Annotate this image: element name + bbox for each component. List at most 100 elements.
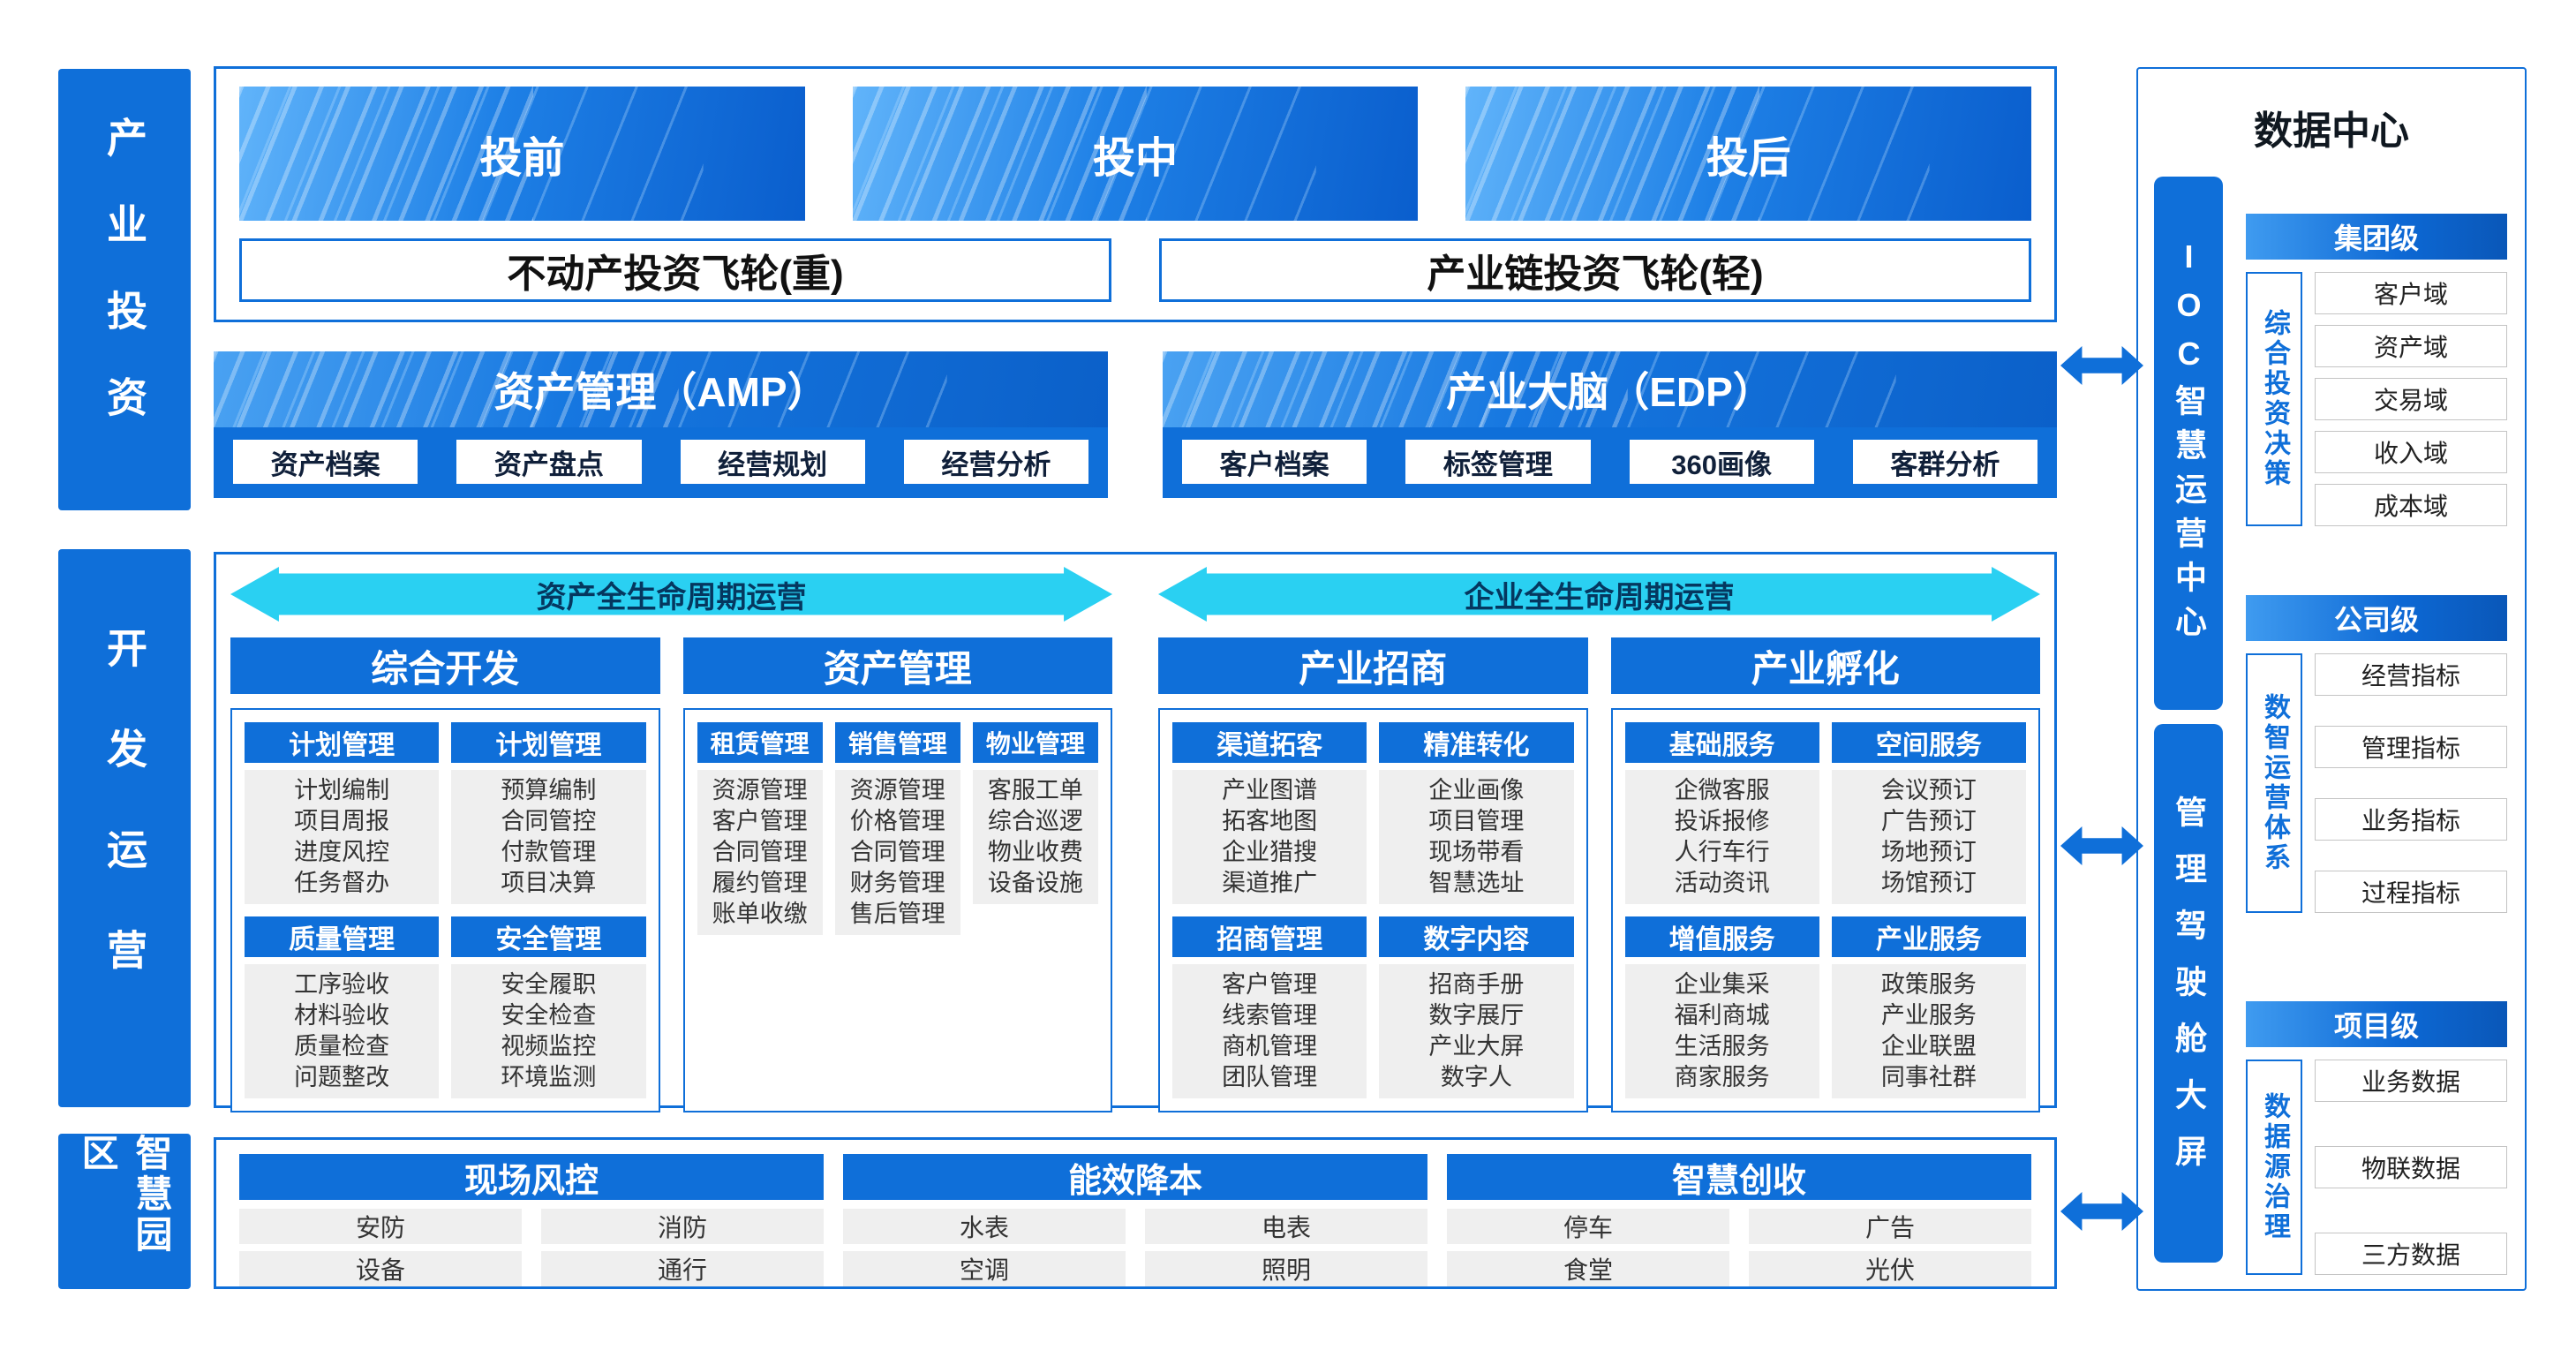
feature-group: 物业管理 客服工单综合巡逻物业收费设备设施 xyxy=(972,722,1098,935)
feature-item: 履约管理 xyxy=(712,870,808,896)
feature-item: 综合巡逻 xyxy=(987,808,1083,834)
group-items: 工序验收材料验收质量检查问题整改 xyxy=(245,964,440,1098)
feature-item: 环境监测 xyxy=(501,1064,597,1090)
park-group-smart-revenue: 智慧创收 停车广告食堂光伏 xyxy=(1447,1154,2031,1286)
feature-item: 投诉报修 xyxy=(1674,808,1770,834)
edp-chip: 360画像 xyxy=(1629,440,1814,484)
feature-item: 售后管理 xyxy=(849,901,945,927)
dc-vertical-label: 数据源治理 xyxy=(2246,1060,2302,1275)
data-domain-item: 成本域 xyxy=(2315,484,2507,526)
group-items: 企业画像项目管理现场带看智慧选址 xyxy=(1379,770,1574,904)
feature-item: 问题整改 xyxy=(294,1064,390,1090)
dc-vertical-label: 数智运营体系 xyxy=(2246,653,2302,913)
data-indicator-item: 经营指标 xyxy=(2315,653,2507,696)
group-title: 产业服务 xyxy=(1831,916,2026,957)
section-label-industry-investment: 产业投资 xyxy=(58,69,191,510)
flywheel-real-estate: 不动产投资飞轮(重) xyxy=(239,238,1111,302)
amp-panel: 资产管理（AMP） 资产档案资产盘点经营规划经营分析 xyxy=(214,351,1108,498)
data-domain-item: 资产域 xyxy=(2315,325,2507,367)
feature-item: 政策服务 xyxy=(1880,971,1977,998)
feature-item: 合同管控 xyxy=(501,808,597,834)
group-title: 渠道拓客 xyxy=(1172,722,1367,763)
enterprise-lifecycle-arrow: 企业全生命周期运营 xyxy=(1158,567,2040,622)
amp-chip: 经营规划 xyxy=(680,440,865,484)
park-item: 通行 xyxy=(541,1251,824,1286)
feature-item: 项目管理 xyxy=(1428,808,1525,834)
column-body: 渠道拓客 产业图谱拓客地图企业猎搜渠道推广 精准转化 企业画像项目管理现场带看智… xyxy=(1158,708,1588,1112)
asset-lifecycle-arrow: 资产全生命周期运营 xyxy=(230,567,1112,622)
park-item: 设备 xyxy=(239,1251,522,1286)
feature-item: 付款管理 xyxy=(501,839,597,865)
dc-item-list: 客户域资产域交易域收入域成本域 xyxy=(2315,272,2507,526)
phase-banner-mid: 投中 xyxy=(852,87,1419,221)
phase-banner-pre: 投前 xyxy=(239,87,805,221)
park-group-energy-saving: 能效降本 水表电表空调照明 xyxy=(843,1154,1427,1286)
feature-group: 计划管理 预算编制合同管控付款管理项目决算 xyxy=(451,722,646,904)
section-label-smart-park: 智慧园区 xyxy=(58,1134,191,1289)
feature-item: 安全履职 xyxy=(501,971,597,998)
park-item: 照明 xyxy=(1145,1251,1427,1286)
double-arrow-icon xyxy=(2060,1192,2143,1231)
park-item: 空调 xyxy=(843,1251,1126,1286)
feature-item: 安全检查 xyxy=(501,1002,597,1029)
park-group-title: 现场风控 xyxy=(239,1154,824,1200)
park-items: 安防消防设备通行 xyxy=(239,1209,824,1286)
group-title: 基础服务 xyxy=(1624,722,1819,763)
dc-section-project-level: 项目级 数据源治理 业务数据物联数据三方数据 xyxy=(2246,1001,2507,1275)
park-group-title: 能效降本 xyxy=(843,1154,1427,1200)
feature-group: 销售管理 资源管理价格管理合同管理财务管理售后管理 xyxy=(834,722,960,935)
feature-group: 精准转化 企业画像项目管理现场带看智慧选址 xyxy=(1379,722,1574,904)
data-domain-item: 收入域 xyxy=(2315,431,2507,473)
flywheel-row: 不动产投资飞轮(重) 产业链投资飞轮(轻) xyxy=(239,238,2031,302)
section-label-development-operation: 开发运营 xyxy=(58,549,191,1107)
park-item: 消防 xyxy=(541,1209,824,1244)
data-indicator-item: 管理指标 xyxy=(2315,726,2507,768)
feature-group: 计划管理 计划编制项目周报进度风控任务督办 xyxy=(245,722,440,904)
data-indicator-item: 过程指标 xyxy=(2315,871,2507,913)
column-body: 基础服务 企微客服投诉报修人行车行活动资讯 空间服务 会议预订广告预订场地预订场… xyxy=(1610,708,2040,1112)
feature-item: 资源管理 xyxy=(712,777,808,803)
feature-item: 视频监控 xyxy=(501,1033,597,1060)
feature-item: 项目周报 xyxy=(294,808,390,834)
group-items: 资源管理客户管理合同管理履约管理账单收缴 xyxy=(697,770,823,935)
feature-group: 安全管理 安全履职安全检查视频监控环境监测 xyxy=(451,916,646,1098)
dc-section-company-level: 公司级 数智运营体系 经营指标管理指标业务指标过程指标 xyxy=(2246,595,2507,913)
park-item: 广告 xyxy=(1749,1209,2031,1244)
smart-park-section: 现场风控 安防消防设备通行 能效降本 水表电表空调照明 智慧创收 停车广告食堂光… xyxy=(214,1137,2057,1289)
feature-item: 招商手册 xyxy=(1428,971,1525,998)
feature-item: 人行车行 xyxy=(1674,839,1770,865)
phase-banner-row: 投前 投中 投后 xyxy=(239,87,2032,221)
feature-item: 福利商城 xyxy=(1674,1002,1770,1029)
feature-group: 数字内容 招商手册数字展厅产业大屏数字人 xyxy=(1379,916,1574,1098)
data-indicator-item: 业务指标 xyxy=(2315,798,2507,841)
feature-item: 企微客服 xyxy=(1674,777,1770,803)
feature-group: 空间服务 会议预订广告预订场地预订场馆预订 xyxy=(1831,722,2026,904)
column-header: 综合开发 xyxy=(230,637,660,694)
dc-item-list: 业务数据物联数据三方数据 xyxy=(2315,1060,2507,1275)
feature-item: 产业服务 xyxy=(1880,1002,1977,1029)
feature-item: 企业画像 xyxy=(1428,777,1525,803)
group-items: 客服工单综合巡逻物业收费设备设施 xyxy=(972,770,1098,904)
feature-item: 现场带看 xyxy=(1428,839,1525,865)
group-title: 精准转化 xyxy=(1379,722,1574,763)
amp-chip: 经营分析 xyxy=(903,440,1088,484)
amp-chip: 资产盘点 xyxy=(456,440,642,484)
phase-banner-post: 投后 xyxy=(1465,87,2032,221)
group-items: 资源管理价格管理合同管理财务管理售后管理 xyxy=(834,770,960,935)
dev-column-asset-management: 资产管理 租赁管理 资源管理客户管理合同管理履约管理账单收缴 销售管理 资源管理… xyxy=(682,637,1112,1112)
ioc-operation-center-bar: IOC智慧运营中心 xyxy=(2154,177,2223,710)
feature-item: 产业图谱 xyxy=(1222,777,1318,803)
feature-item: 企业猎搜 xyxy=(1222,839,1318,865)
feature-item: 预算编制 xyxy=(501,777,597,803)
feature-item: 任务督办 xyxy=(294,870,390,896)
feature-item: 设备设施 xyxy=(987,870,1083,896)
group-items: 企业集采福利商城生活服务商家服务 xyxy=(1624,964,1819,1098)
group-items: 招商手册数字展厅产业大屏数字人 xyxy=(1379,964,1574,1098)
feature-item: 数字展厅 xyxy=(1428,1002,1525,1029)
park-group-site-risk: 现场风控 安防消防设备通行 xyxy=(239,1154,824,1286)
feature-item: 价格管理 xyxy=(849,808,945,834)
dc-item-list: 经营指标管理指标业务指标过程指标 xyxy=(2315,653,2507,913)
feature-item: 团队管理 xyxy=(1222,1064,1318,1090)
feature-item: 数字人 xyxy=(1440,1064,1512,1090)
feature-item: 企业集采 xyxy=(1674,971,1770,998)
